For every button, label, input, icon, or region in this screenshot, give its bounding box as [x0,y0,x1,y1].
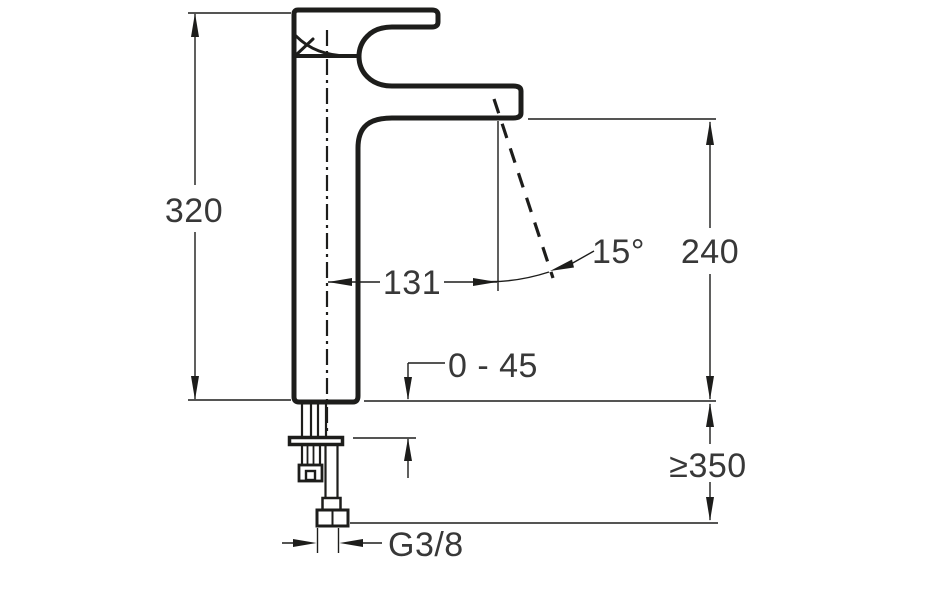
label-total-height: 320 [165,192,223,230]
faucet-outline [291,7,524,405]
dim-15deg-leader [570,250,595,265]
faucet-outline-group [291,7,524,405]
label-spout-angle: 15° [592,233,645,271]
dim-g38-arrow-right [339,539,363,547]
label-supply-clearance: ≥350 [669,447,746,485]
dim-045-arrow-down [404,377,412,400]
label-supply-connection: G3/8 [388,526,464,564]
dim-320-arrow-bottom [191,376,199,400]
tailpipe-collar [321,496,342,512]
dim-g38-arrow-left [293,539,317,547]
dim-350-arrow-top [706,403,714,427]
mounting-flange [287,435,345,447]
flow-angle-dashed-line [492,98,555,279]
dim-240-arrow-top [706,121,714,145]
lever-tip-wedge [294,37,315,57]
shank-lines [300,403,328,437]
dim-045-arrow-up [404,438,412,461]
dim-045-line [407,362,445,478]
dimension-lines [191,13,714,547]
dimension-labels: 320 131 15° 240 0 - 45 ≥350 G3/8 [165,192,746,564]
label-deck-thickness: 0 - 45 [448,347,538,385]
label-spout-height: 240 [681,233,739,271]
fixing-nut [297,463,324,483]
dim-15deg-arrow [550,259,574,271]
extension-lines [188,12,718,553]
dim-320-arrow-top [191,13,199,37]
tailpipe-union-nut [315,508,350,528]
label-spout-reach: 131 [383,264,441,302]
dim-15deg-arc [476,271,550,283]
underdeck-fittings [287,403,350,528]
dim-240-arrow-bottom [706,376,714,400]
dim-131-arrow-left [328,278,352,286]
valve-stud-inner-lines [306,446,315,465]
lever-seam-curve [294,34,348,58]
fixing-nut-socket [304,469,317,482]
valve-stud [300,443,322,467]
supply-tailpipe [324,445,339,498]
dim-350-arrow-bottom [706,497,714,521]
